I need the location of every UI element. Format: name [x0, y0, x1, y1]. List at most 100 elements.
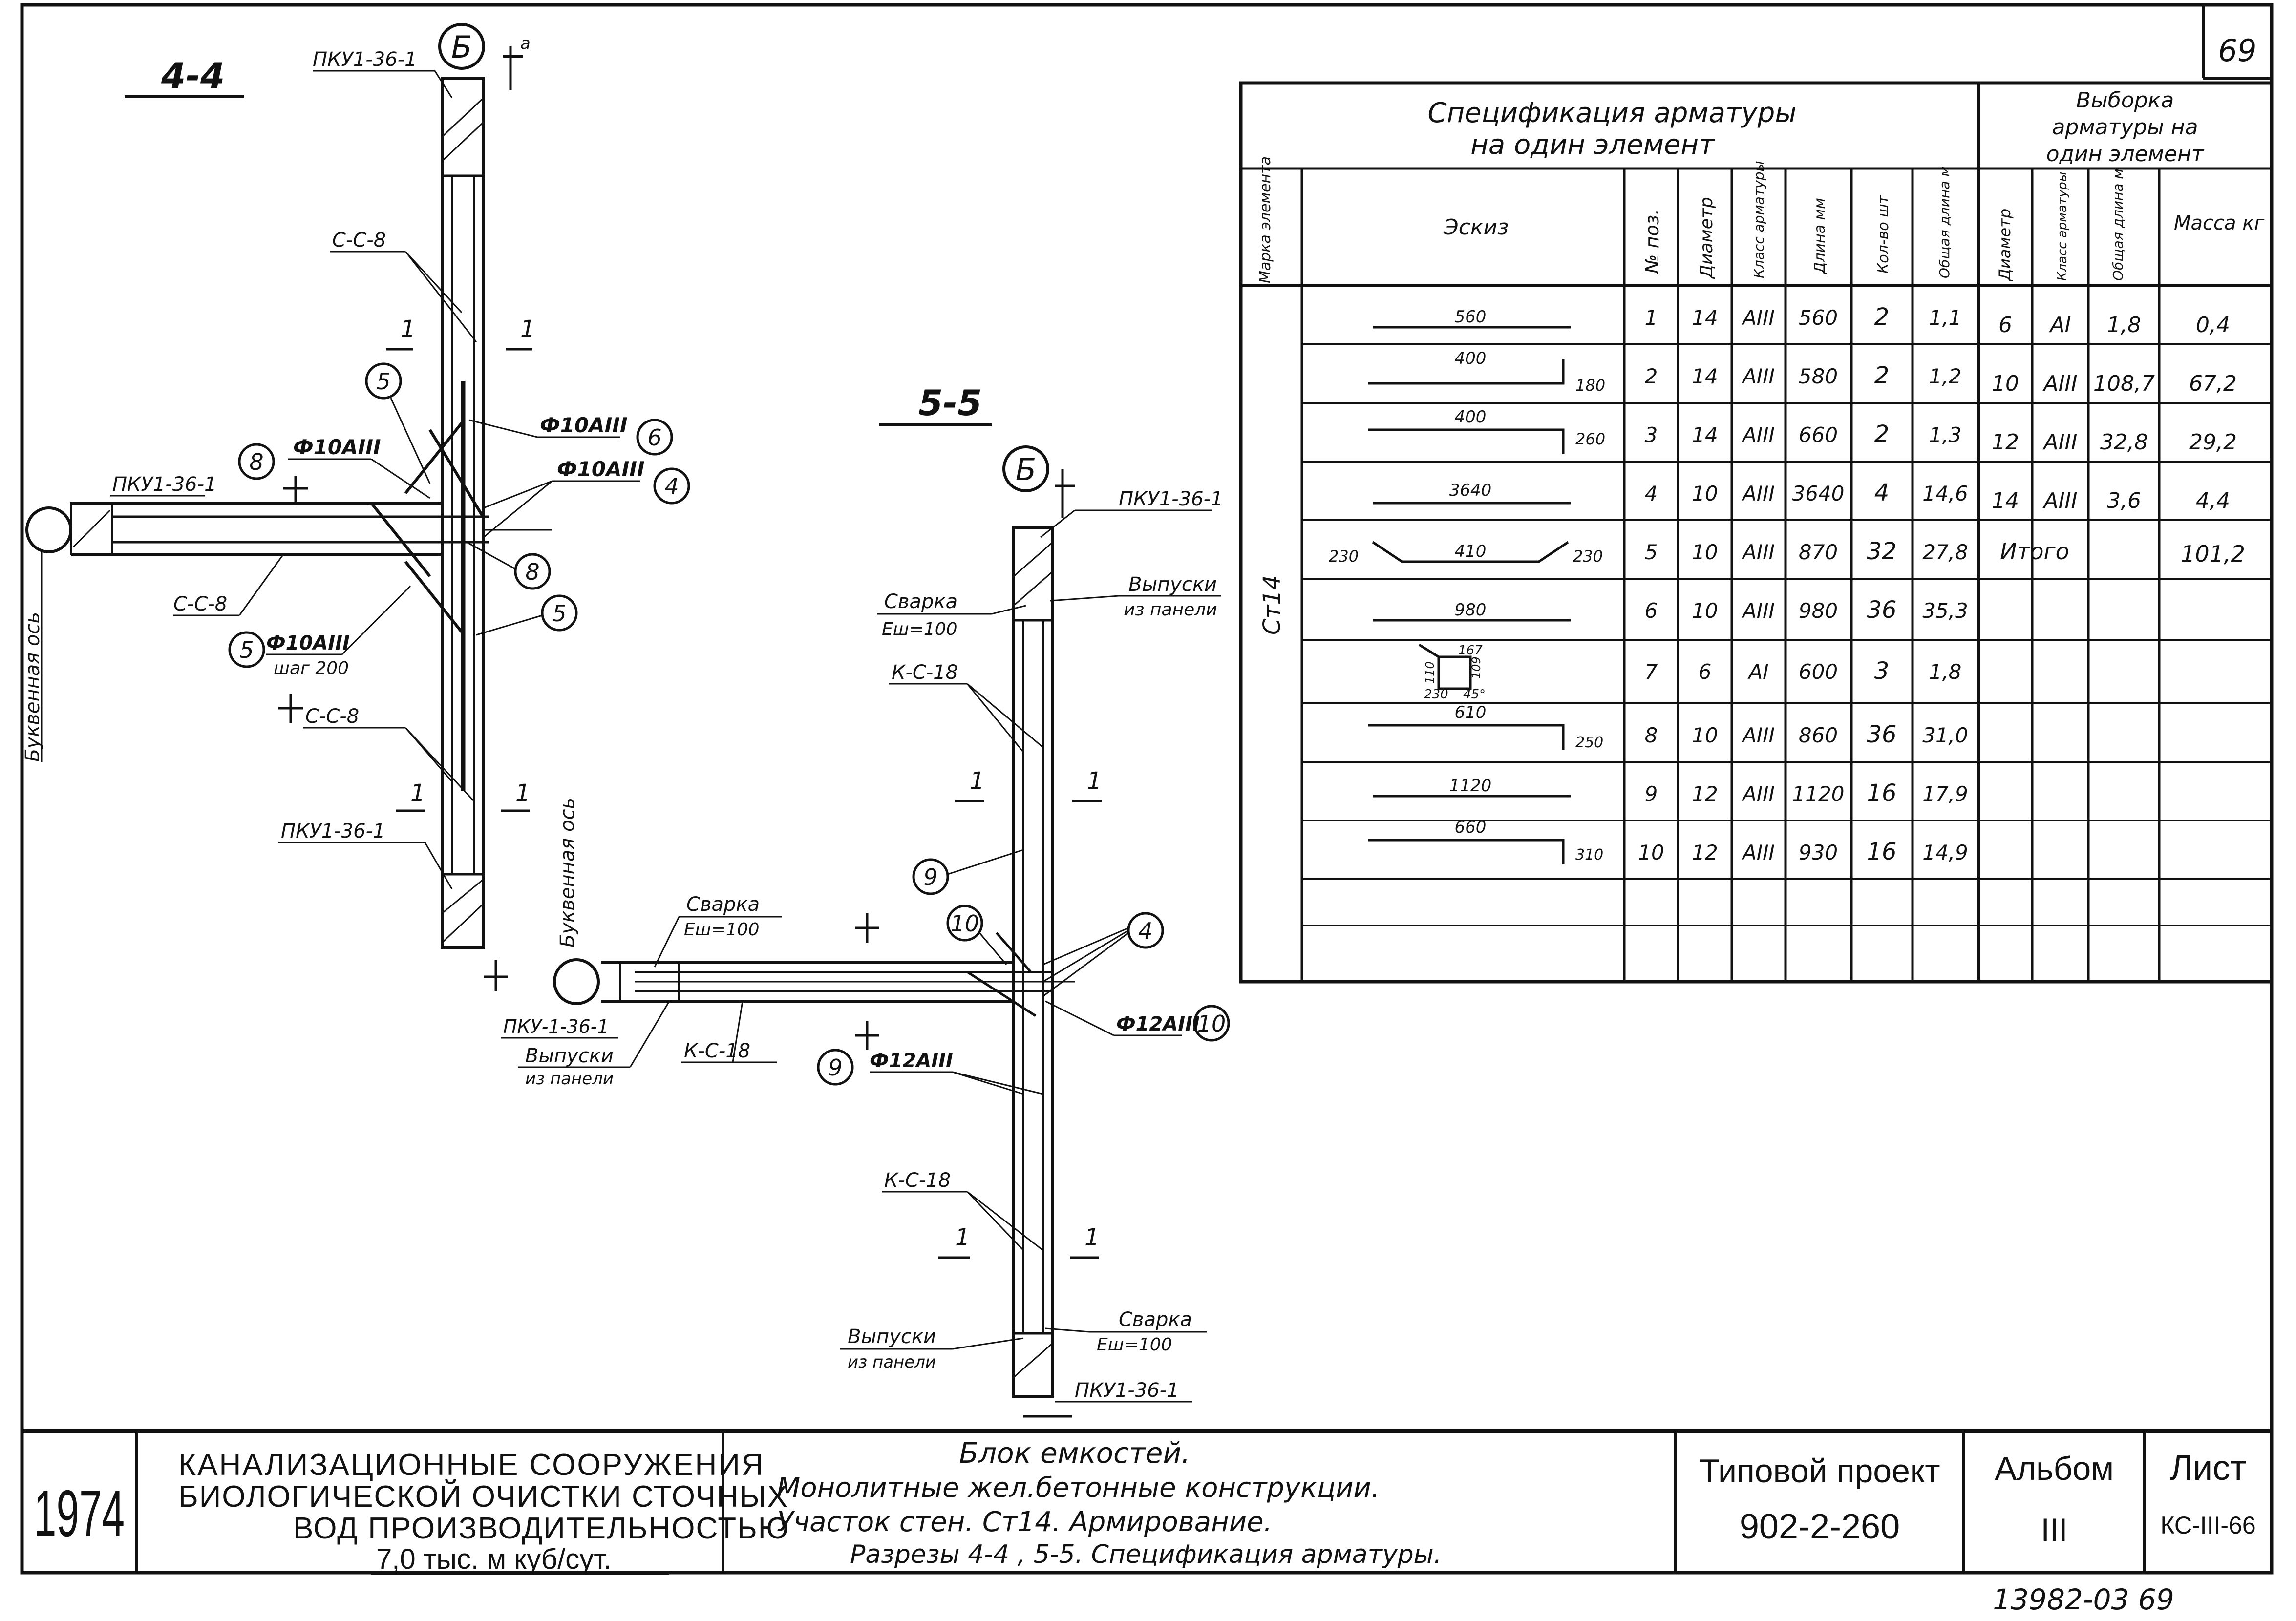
panel-label-bottom-2: ПКУ1-36-1 — [1075, 1379, 1179, 1402]
sketch-dims: 560 400 180 400 260 3640 410 230 230 980… — [1329, 307, 1605, 863]
spec-cell-pos: 2 — [1645, 364, 1658, 388]
org-line3: ВОД ПРОИЗВОДИТЕЛЬНОСТЬЮ — [293, 1512, 789, 1545]
section-4-4: 4-4 Б a — [21, 23, 690, 991]
desc-line4: Разрезы 4-4 , 5-5. Спецификация арматуры… — [850, 1540, 1442, 1569]
release-sub-1: из панели — [1124, 600, 1217, 620]
spec-cell-total: 17,9 — [1922, 782, 1968, 806]
vyborka-line3: один элемент — [2046, 142, 2205, 167]
svg-text:5: 5 — [376, 368, 390, 395]
panel-hatch-top — [441, 97, 485, 177]
rebar-label-4: Ф10АIII — [557, 457, 644, 481]
element-mark: Ст14 — [1258, 575, 1286, 635]
vyborka-line2: арматуры на — [2052, 115, 2198, 140]
step-label: шаг 200 — [274, 658, 349, 678]
section-title-4-4: 4-4 — [161, 55, 225, 96]
spec-cell-diam: 10 — [1692, 599, 1718, 623]
spec-cell-qty: 4 — [1874, 479, 1890, 506]
spec-cell-len: 600 — [1799, 660, 1838, 684]
hdr-len: Длина мм — [1811, 198, 1828, 274]
panel-label-top-2: ПКУ1-36-1 — [1119, 488, 1223, 510]
rebar-label-6: Ф10АIII — [540, 413, 627, 437]
cut-mark: 1 — [401, 316, 416, 343]
spec-cell-diam: 6 — [1699, 660, 1712, 684]
spec-cell-qty: 2 — [1874, 362, 1890, 389]
spec-cell-len: 560 — [1799, 306, 1838, 330]
cut-mark: 1 — [410, 779, 425, 807]
summary-cell-diam: 6 — [1998, 313, 2012, 337]
spec-cell-len: 660 — [1799, 423, 1838, 447]
panel-label-left-2: ПКУ-1-36-1 — [503, 1016, 609, 1037]
desc-line1: Блок емкостей. — [959, 1436, 1190, 1470]
svg-text:1120: 1120 — [1449, 776, 1492, 796]
spec-cell-total: 31,0 — [1922, 723, 1968, 747]
callout-10-upper: 10 — [946, 905, 1007, 965]
spec-title-line2: на один элемент — [1470, 129, 1715, 161]
spec-cell-total: 1,1 — [1929, 306, 1962, 330]
svg-text:45°: 45° — [1463, 687, 1486, 702]
spec-cell-cls: АI — [1747, 660, 1768, 684]
panel-hatch-bottom — [441, 873, 485, 944]
rebar-label-5: Ф10АIII — [266, 632, 350, 654]
summary-cell-diam: 10 — [1992, 371, 2019, 396]
mesh-label-3: С-С-8 — [305, 705, 359, 728]
mesh-label-1: С-С-8 — [332, 229, 386, 252]
spec-cell-diam: 12 — [1692, 841, 1718, 864]
callout-4: 4 — [653, 467, 690, 505]
svg-text:8: 8 — [249, 449, 263, 475]
callout-8-left: 8 — [238, 443, 275, 480]
rebar-sketches — [1368, 326, 1571, 864]
spec-cell-cls: АIII — [1741, 723, 1775, 747]
axis-mark-b — [438, 23, 485, 70]
cut-mark: 1 — [520, 316, 535, 343]
spec-cell-pos: 5 — [1645, 540, 1658, 564]
svg-text:9: 9 — [828, 1054, 842, 1081]
mesh-label-b3: К-С-18 — [884, 1169, 951, 1192]
rebar-label-b1: Ф12АIII — [1116, 1013, 1200, 1035]
cut-mark-b: 1 — [1087, 767, 1102, 795]
spec-title-line1: Спецификация арматуры — [1427, 97, 1796, 129]
cut-mark-b: 1 — [970, 767, 985, 795]
svg-text:9: 9 — [923, 864, 937, 890]
svg-text:167: 167 — [1458, 643, 1483, 658]
spec-cell-cls: АIII — [1741, 540, 1775, 564]
svg-text:230: 230 — [1424, 687, 1448, 702]
total-label: Итого — [2000, 538, 2069, 565]
weld-label-2: Сварка — [686, 893, 760, 916]
summary-cell-total: 32,8 — [2100, 430, 2148, 455]
section-title-5-5: 5-5 — [918, 382, 982, 423]
axis-mark-b-2-label: Б — [1016, 452, 1037, 487]
axis-circle-left — [25, 506, 72, 553]
spec-cell-len: 870 — [1799, 540, 1838, 564]
callout-4-b: 4 — [1042, 912, 1164, 997]
sheet-code: КС-III-66 — [2160, 1512, 2255, 1539]
spec-row-lines — [1302, 343, 2272, 926]
svg-text:400: 400 — [1455, 349, 1487, 368]
spec-cell-qty: 2 — [1874, 303, 1890, 331]
svg-text:980: 980 — [1455, 600, 1487, 620]
spec-cell-len: 580 — [1799, 364, 1838, 388]
spec-cell-pos: 8 — [1645, 723, 1658, 747]
album-label: Альбом — [1995, 1450, 2114, 1487]
spec-cell-cls: АIII — [1741, 841, 1775, 864]
svg-text:4: 4 — [1138, 918, 1152, 944]
spec-cell-qty: 2 — [1874, 421, 1890, 448]
spec-cell-qty: 36 — [1867, 721, 1896, 748]
axis-label-left-2: Буквенная ось — [556, 798, 579, 947]
callout-6: 6 — [636, 419, 673, 456]
spec-cell-total: 14,9 — [1922, 841, 1968, 864]
cut-mark-b: 1 — [1084, 1224, 1100, 1251]
svg-text:3640: 3640 — [1449, 481, 1492, 500]
summary-cell-diam: 12 — [1992, 430, 2019, 455]
org-line2: БИОЛОГИЧЕСКОЙ ОЧИСТКИ СТОЧНЫХ — [178, 1479, 788, 1514]
project-label: Типовой проект — [1699, 1453, 1940, 1490]
spec-cell-total: 35,3 — [1922, 599, 1968, 623]
spec-cell-total: 27,8 — [1922, 540, 1968, 564]
svg-text:180: 180 — [1575, 376, 1605, 395]
album-number: III — [2041, 1512, 2067, 1548]
spec-cell-diam: 10 — [1692, 723, 1718, 747]
org-line1: КАНАЛИЗАЦИОННЫЕ СООРУЖЕНИЯ — [178, 1448, 765, 1482]
spec-cell-total: 1,8 — [1929, 660, 1962, 684]
summary-cell-diam: 14 — [1992, 488, 2019, 513]
spec-cell-cls: АIII — [1741, 599, 1775, 623]
